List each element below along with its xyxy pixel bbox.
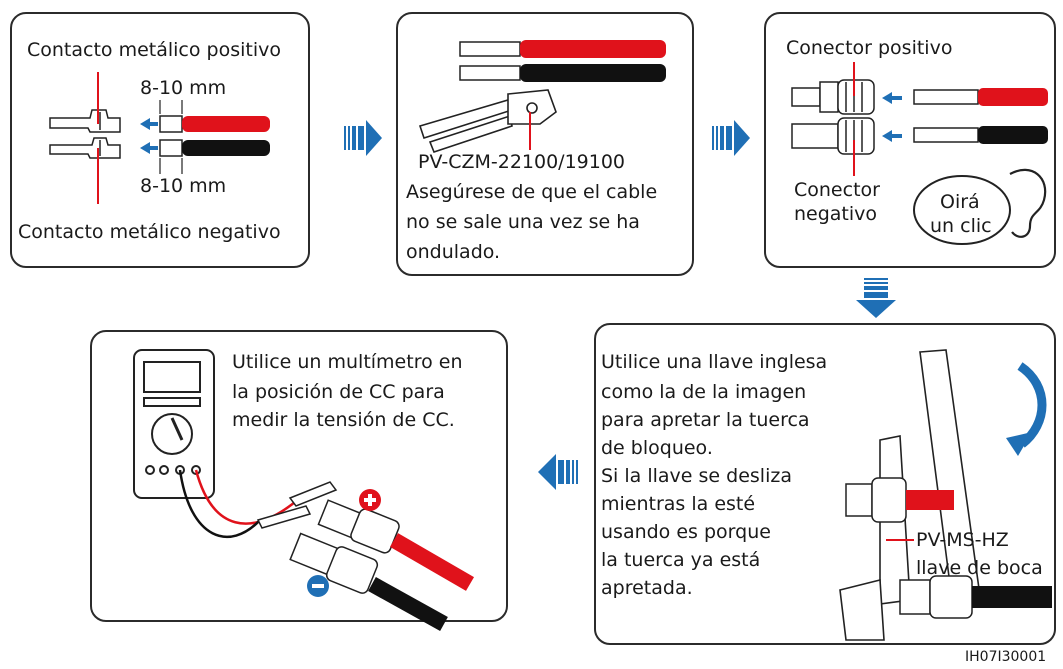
- flow-arrow-down: [856, 278, 896, 318]
- multimeter-instruction-line-2: la posición de CC para: [232, 381, 445, 403]
- probe-red: [288, 481, 338, 507]
- label-negative-connector-line-2: negativo: [794, 203, 878, 225]
- connector-negative: [791, 117, 875, 155]
- contact-black-panel3: [913, 126, 1048, 144]
- connector-negative-test: [289, 532, 379, 594]
- wrench-model-line-2: llave de boca: [916, 557, 1043, 579]
- cable-black-panel1: [159, 139, 270, 157]
- wrench-instruction-line-5: Si la llave se desliza: [601, 465, 792, 487]
- connector-positive: [791, 79, 875, 115]
- speech-bubble: [913, 175, 1011, 245]
- dimension-bottom: 8-10 mm: [140, 175, 227, 197]
- wrench-instruction-line-4: de bloqueo.: [601, 437, 713, 459]
- probe-lead-black: [178, 469, 261, 538]
- insert-arrow: [140, 118, 150, 130]
- probe-lead-red: [194, 469, 301, 525]
- label-positive-connector: Conector positivo: [786, 37, 953, 59]
- click-line-2: un clic: [930, 215, 992, 237]
- rotate-arrow: [1017, 362, 1047, 448]
- negative-symbol-icon: [307, 575, 329, 597]
- contact-red-panel3: [913, 88, 1048, 106]
- multimeter: [133, 349, 215, 499]
- wrench-instruction-line-6: mientras la esté: [601, 493, 756, 515]
- insert-arrow: [882, 130, 892, 142]
- label-negative-metal-contact: Contacto metálico negativo: [18, 221, 281, 243]
- crimp-note-line-1: Asegúrese de que el cable: [406, 181, 658, 203]
- positive-symbol-icon: [359, 489, 381, 511]
- click-line-1: Oirá: [940, 191, 980, 213]
- metal-contact-positive: [49, 109, 121, 133]
- flow-arrow-left: [538, 454, 578, 490]
- probe-black: [256, 505, 312, 529]
- contact-crimped-red: [459, 40, 666, 58]
- wrench-instruction-line-9: apretada.: [601, 577, 693, 599]
- crimp-note-line-3: ondulado.: [406, 241, 501, 263]
- cable-black-panel5: [368, 577, 448, 631]
- wrench-instruction-line-1: Utilice una llave inglesa: [601, 351, 828, 373]
- figure-code: IH07I30001: [965, 649, 1047, 665]
- insert-arrow: [882, 92, 892, 104]
- crimping-tool-model: PV-CZM-22100/19100: [418, 151, 626, 173]
- wrench-instruction-line-8: la tuerca ya está: [601, 549, 761, 571]
- dimension-lines: [159, 100, 183, 174]
- crimp-note-line-2: no se sale una vez se ha: [406, 211, 640, 233]
- wrench-instruction-line-3: para apretar la tuerca: [601, 409, 810, 431]
- label-negative-connector-line-1: Conector: [794, 179, 880, 201]
- connector-bottom: [899, 575, 973, 619]
- label-positive-metal-contact: Contacto metálico positivo: [27, 39, 282, 61]
- insert-arrow: [140, 142, 150, 154]
- crimping-tool: [418, 89, 557, 153]
- cable-red-panel5: [389, 533, 475, 591]
- cable-red-panel1: [159, 115, 270, 133]
- cable-black-panel4: [972, 586, 1052, 608]
- connector-positive-test: [317, 499, 400, 554]
- multimeter-instruction-line-3: medir la tensión de CC.: [232, 409, 455, 431]
- flow-arrow-right-2: [712, 120, 750, 156]
- wrench-model-line-1: PV-MS-HZ: [916, 529, 1009, 551]
- ear-icon: [1009, 168, 1047, 238]
- wrench-instruction-line-2: como la de la imagen: [601, 381, 807, 403]
- contact-crimped-black: [459, 64, 666, 82]
- connector-in-wrench: [845, 477, 907, 523]
- wrench-instruction-line-7: usando es porque: [601, 521, 771, 543]
- dimension-top: 8-10 mm: [140, 77, 227, 99]
- flow-arrow-right-1: [344, 120, 382, 156]
- cable-red-panel4: [906, 490, 954, 510]
- multimeter-instruction-line-1: Utilice un multímetro en: [232, 351, 463, 373]
- metal-contact-negative: [49, 137, 121, 159]
